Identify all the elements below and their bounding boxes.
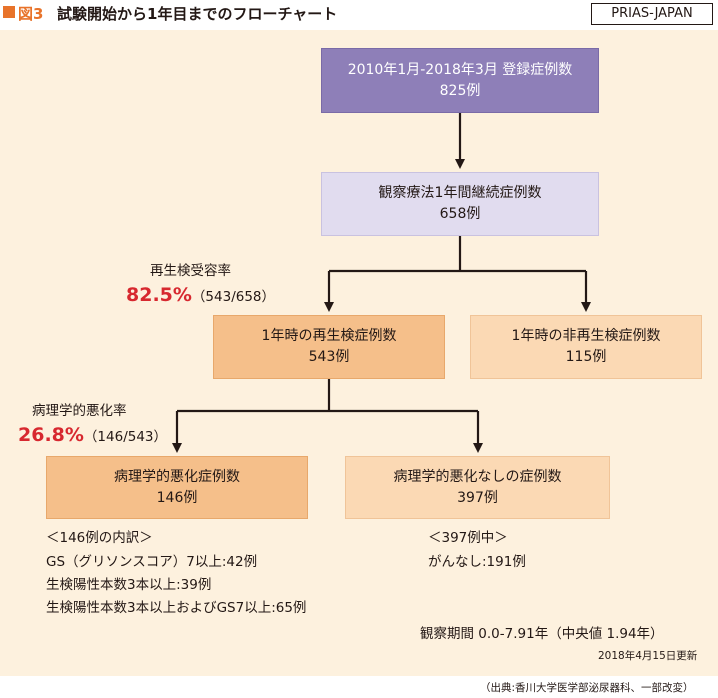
registered-cases-label: 2010年1月-2018年3月 登録症例数 — [347, 61, 573, 78]
progression-cases-count: 146例 — [156, 489, 198, 506]
progression-rate-detail: （146/543） — [83, 429, 168, 445]
figure-header: 図3 試験開始から1年目までのフローチャート PRIAS-JAPAN — [0, 0, 718, 28]
nonrebiopsy-cases-count: 115例 — [565, 349, 607, 365]
update-date: 2018年4月15日更新 — [598, 650, 698, 662]
progression-cases-box: 病理学的悪化症例数 146例 — [46, 456, 308, 519]
observation-cases-label: 観察療法1年間継続症例数 — [378, 185, 542, 201]
breakdown-397-heading: ＜397例中＞ — [428, 530, 508, 546]
figure-title: 試験開始から1年目までのフローチャート — [57, 5, 338, 23]
registered-cases-count: 825例 — [439, 82, 481, 99]
noprogression-cases-count: 397例 — [457, 489, 498, 506]
rebiopsy-cases-count: 543例 — [308, 349, 350, 365]
brand-label: PRIAS-JAPAN — [591, 3, 713, 25]
breakdown-146-item: 生検陽性本数3本以上:39例 — [46, 577, 212, 593]
breakdown-146-item: 生検陽性本数3本以上およびGS7以上:65例 — [46, 600, 307, 616]
source-citation: （出典:香川大学医学部泌尿器科、一部改変） — [480, 682, 694, 694]
progression-rate-label: 病理学的悪化率 — [32, 403, 127, 419]
rebiopsy-acceptance-value: 82.5% — [126, 284, 192, 306]
figure-number: 図3 — [18, 5, 44, 23]
rebiopsy-acceptance-detail: （543/658） — [191, 289, 276, 305]
breakdown-397-item: がんなし:191例 — [428, 554, 526, 570]
noprogression-cases-label: 病理学的悪化なしの症例数 — [393, 468, 562, 485]
observation-cases-box: 観察療法1年間継続症例数 658例 — [321, 172, 599, 236]
registered-cases-box: 2010年1月-2018年3月 登録症例数 825例 — [321, 48, 599, 113]
rebiopsy-acceptance-rate: 82.5%（543/658） — [126, 285, 275, 307]
progression-cases-label: 病理学的悪化症例数 — [114, 468, 240, 485]
rebiopsy-cases-label: 1年時の再生検症例数 — [261, 328, 397, 344]
nonrebiopsy-cases-label: 1年時の非再生検症例数 — [511, 328, 661, 344]
progression-rate-value: 26.8% — [18, 424, 84, 446]
noprogression-cases-box: 病理学的悪化なしの症例数 397例 — [345, 456, 610, 519]
rebiopsy-cases-box: 1年時の再生検症例数 543例 — [213, 315, 445, 379]
breakdown-146-heading: ＜146例の内訳＞ — [46, 530, 153, 546]
rebiopsy-acceptance-label: 再生検受容率 — [150, 263, 231, 279]
observation-cases-count: 658例 — [439, 206, 481, 222]
nonrebiopsy-cases-box: 1年時の非再生検症例数 115例 — [470, 315, 702, 379]
observation-period: 観察期間 0.0-7.91年（中央値 1.94年） — [420, 626, 664, 642]
figure-marker-square — [3, 6, 15, 18]
breakdown-146-item: GS（グリソンスコア）7以上:42例 — [46, 554, 258, 570]
progression-rate: 26.8%（146/543） — [18, 425, 167, 447]
